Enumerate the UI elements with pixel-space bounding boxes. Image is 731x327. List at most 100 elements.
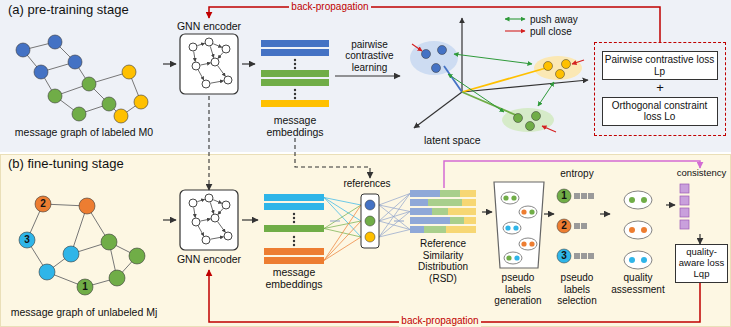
pull-arrow (412, 44, 422, 51)
entropy-block (581, 193, 587, 199)
graph-vertex (79, 198, 95, 214)
pseudo-label-dot (505, 225, 510, 230)
embedding-stack: message embeddings (255, 38, 335, 138)
distribution-bar (410, 226, 424, 233)
node-text: message embeddings (255, 114, 335, 138)
graph-vertex (109, 270, 125, 286)
distribution-bar (410, 217, 450, 224)
class-cluster (534, 56, 582, 80)
class-marker (557, 249, 571, 263)
similarity-link (379, 212, 410, 222)
distribution-bar (448, 208, 476, 215)
legend-text: pull close (530, 26, 572, 37)
consistency-square (680, 196, 689, 205)
pseudo-label-dot (514, 255, 519, 260)
node-text: GNN encoder (176, 20, 242, 32)
similarity-link (324, 237, 361, 261)
consistency-square (680, 184, 689, 193)
class-marker (557, 189, 571, 203)
graph-vertex (122, 65, 136, 79)
similarity-link (324, 221, 361, 261)
embedding-bar (264, 257, 324, 264)
consistency-square (680, 208, 689, 217)
pseudo-label-pair (519, 206, 537, 218)
distribution-bar (446, 226, 476, 233)
similarity-distribution: Reference Similarity Distribution (RSD) (404, 188, 482, 288)
latent-point (432, 64, 441, 73)
reference-frame (361, 194, 379, 248)
connector-label: back-propagation (399, 315, 480, 327)
node-text: consistency (675, 168, 728, 179)
encoder-link (218, 208, 223, 214)
pseudo-label-dot (629, 257, 635, 263)
connector (444, 161, 700, 188)
entropy-block (581, 223, 587, 229)
node-text: references (340, 178, 394, 190)
box-text: Orthogonal constraint loss Lo (605, 100, 715, 123)
callout-number: 1 (561, 191, 567, 201)
similarity-link (324, 205, 361, 261)
connector (163, 63, 176, 64)
callout-number: 2 (561, 221, 567, 231)
distribution-bar (464, 217, 476, 224)
graph-vertex (34, 65, 48, 79)
embedding-bar (264, 248, 324, 255)
graph-vertex (101, 234, 117, 250)
distribution-bar (410, 190, 440, 197)
callout-number: 3 (24, 235, 30, 245)
encoder-link (200, 219, 210, 221)
ellipsis-dot (293, 221, 295, 223)
similarity-link (379, 221, 410, 230)
loss-region: +Pairwise contrastive loss LpOrthogonal … (594, 42, 726, 136)
embedding-vector (444, 66, 462, 92)
selection-column: entropypseudo labels selection (554, 168, 600, 308)
embedding-bar (264, 194, 324, 201)
node-text: message graph of unlabeled Mj (5, 306, 163, 318)
pseudo-label-dot (511, 195, 516, 200)
graph-vertex (63, 246, 79, 262)
connector (335, 75, 400, 76)
distribution-bar (410, 199, 428, 206)
encoder-vertex (205, 38, 213, 46)
embedding-bar (264, 225, 324, 232)
distribution-bar (410, 208, 432, 215)
message-graph: message graph of unlabeled Mj (5, 192, 163, 320)
encoder-link (210, 81, 223, 83)
pseudo-label-dot (529, 241, 534, 246)
pseudo-label-pair (504, 252, 522, 264)
pseudo-label-pair (501, 192, 519, 204)
embedding-vector (462, 92, 518, 116)
legend-sample (503, 15, 527, 23)
encoder-vertex (192, 218, 200, 226)
similarity-link (379, 205, 410, 230)
encoder-vertex (224, 76, 232, 84)
box-text: Pairwise contrastive loss Lp (605, 54, 715, 77)
graph-vertex (114, 109, 128, 123)
node-text: GNN encoder (176, 253, 242, 265)
graph-vertex (129, 248, 145, 264)
panel-ground (1, 155, 731, 327)
node-text: pseudo labels selection (554, 272, 600, 307)
latent-point (422, 50, 431, 59)
encoder-vertex (211, 58, 219, 66)
encoder-frame (180, 34, 238, 94)
encoder-vertex (222, 45, 230, 53)
encoder-link (218, 222, 226, 233)
embedding-stack: message embeddings (258, 192, 330, 290)
ellipsis-dot (294, 63, 296, 65)
loss-box: quality-aware loss Lqp (675, 244, 728, 283)
encoder-link (200, 63, 210, 65)
distribution-bar (424, 226, 446, 233)
encoder-vertex (202, 236, 210, 244)
node-text: quality assessment (610, 272, 666, 295)
encoder-link (218, 52, 223, 58)
ellipsis-dot (294, 67, 296, 69)
latent-point (556, 70, 565, 79)
encoder-link (194, 207, 196, 217)
consistency-column: consistency (675, 168, 728, 234)
encoder-link (197, 199, 204, 201)
graph-vertex (16, 43, 30, 57)
consistency-square (680, 220, 689, 229)
pseudo-label-dot (641, 227, 647, 233)
legend-text: push away (530, 14, 578, 25)
